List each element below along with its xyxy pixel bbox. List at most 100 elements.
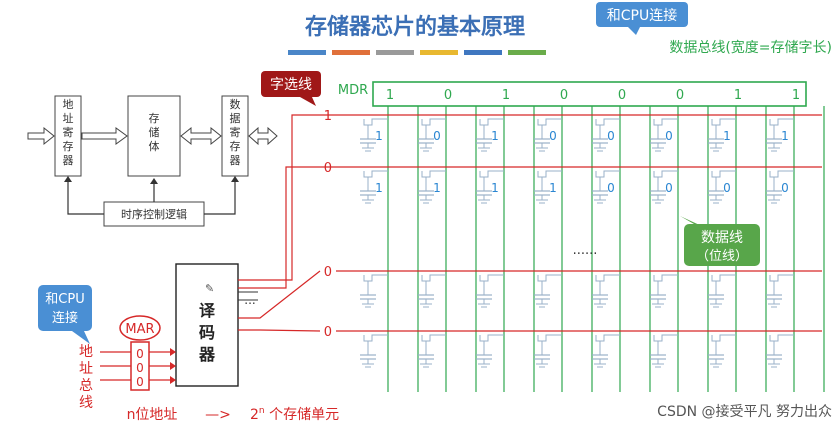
cell-transistor [653, 274, 676, 282]
memory-cell: 1 [360, 170, 388, 204]
cell-transistor [363, 118, 386, 126]
arrowhead-icon [170, 348, 176, 356]
decoder-to-word-line [238, 329, 321, 332]
callout-data-line-box [684, 224, 760, 266]
memory-cell [360, 334, 388, 368]
memory-cell: 0 [418, 118, 446, 152]
vertical-char: 器 [63, 154, 74, 167]
memory-cell: 0 [650, 118, 678, 152]
memory-cell: 1 [360, 118, 388, 152]
addr-to-memory-arrow-icon [81, 127, 128, 145]
cell-transistor [769, 334, 792, 342]
cell-value: 1 [375, 181, 383, 195]
memory-cell: 1 [476, 118, 504, 152]
mdr-bit: 1 [502, 88, 510, 103]
callout-cpu-top-pointer [628, 27, 640, 35]
cell-value: 1 [433, 181, 441, 195]
memory-cell [476, 274, 504, 308]
word-line-value: 0 [324, 161, 332, 176]
cell-transistor [479, 170, 502, 178]
cell-transistor [711, 274, 734, 282]
data-bus-label: 数据总线(宽度=存储字长) [669, 39, 832, 56]
address-bus-label-char: 地 [79, 344, 93, 360]
address-bus-label-char: 总 [79, 378, 93, 394]
data-out-bidir-arrow-icon [248, 126, 278, 146]
cell-transistor [479, 118, 502, 126]
mar-label-circle [119, 315, 161, 341]
mdr-bit: 1 [734, 88, 742, 103]
memory-cell: 1 [534, 170, 562, 204]
cell-value: 0 [665, 181, 673, 195]
memory-data-bidir-arrow-icon [180, 126, 222, 146]
cell-transistor [421, 274, 444, 282]
vertical-char: 寄 [63, 125, 74, 139]
cell-value: 0 [433, 129, 441, 143]
bottom-note-rest: 个存储单元 [265, 407, 339, 423]
memory-cell: 1 [708, 118, 736, 152]
cell-transistor [595, 274, 618, 282]
cell-transistor [711, 334, 734, 342]
mar-bits: 000 [136, 347, 144, 389]
data-register-box [221, 95, 249, 177]
bottom-note-left: n位地址 [127, 407, 178, 423]
address-bus-label-char: 址 [79, 361, 93, 377]
memory-cell: 1 [766, 118, 794, 152]
memory-cell [360, 274, 388, 308]
callout-data-line-text-1: 数据线 [701, 230, 743, 246]
cell-transistor [595, 334, 618, 342]
arrowhead-icon [170, 362, 176, 370]
cell-value: 1 [723, 129, 731, 143]
callout-word-line-box [261, 71, 321, 97]
page-title: 存储器芯片的基本原理 [305, 14, 525, 40]
callout-cpu-left-text-1: 和CPU [45, 292, 84, 307]
address-bus-lines [100, 348, 176, 384]
mdr-bit: 0 [560, 88, 568, 103]
callout-word-line: 字选线 [261, 71, 321, 106]
mar-bit: 0 [136, 375, 144, 389]
title-stripes [288, 50, 546, 55]
cell-transistor [363, 170, 386, 178]
mar-label: MAR [125, 322, 154, 337]
address-bus-label-char: 线 [79, 395, 93, 411]
block-diagram: 地址寄存器 存储体 数据寄存器 时序控制逻辑 [27, 95, 278, 227]
vertical-char: 寄 [230, 125, 241, 139]
callout-cpu-left-text-2: 连接 [52, 310, 78, 326]
decoder-box [175, 263, 239, 387]
timing-to-address-line [67, 180, 104, 215]
memory-cell [418, 334, 446, 368]
bottom-note-sup: n [259, 406, 265, 416]
mar-bit: 0 [136, 361, 144, 375]
cell-transistor [537, 334, 560, 342]
callout-word-line-pointer [300, 97, 316, 106]
callout-cpu-top: 和CPU连接 [596, 2, 688, 35]
cell-value: 0 [781, 181, 789, 195]
word-line-value: 0 [324, 325, 332, 340]
decoder-to-word-line [238, 270, 321, 319]
vertical-char: 存 [230, 139, 241, 153]
cell-value: 0 [607, 129, 615, 143]
vertical-char: 地 [63, 98, 74, 111]
decoder-to-word-line [238, 114, 336, 281]
cell-transistor [421, 170, 444, 178]
cell-transistor [537, 274, 560, 282]
cell-transistor [711, 118, 734, 126]
cell-value: 1 [375, 129, 383, 143]
vertical-char: 储 [149, 125, 160, 139]
cell-transistor [653, 170, 676, 178]
callout-cpu-left-box [38, 285, 92, 331]
vertical-char: 址 [63, 111, 74, 125]
memory-cell [766, 334, 794, 368]
mar-bit: 0 [136, 347, 144, 361]
bottom-note-arrow: —> [205, 407, 231, 423]
memory-cell: 0 [766, 170, 794, 204]
mdr-label: MDR [338, 83, 368, 98]
memory-cell [418, 274, 446, 308]
vertical-char: 数 [230, 98, 241, 111]
cell-transistor [537, 170, 560, 178]
cell-transistor [421, 118, 444, 126]
mdr-bit: 1 [386, 88, 394, 103]
data-register-label: 数据寄存器 [230, 98, 241, 167]
